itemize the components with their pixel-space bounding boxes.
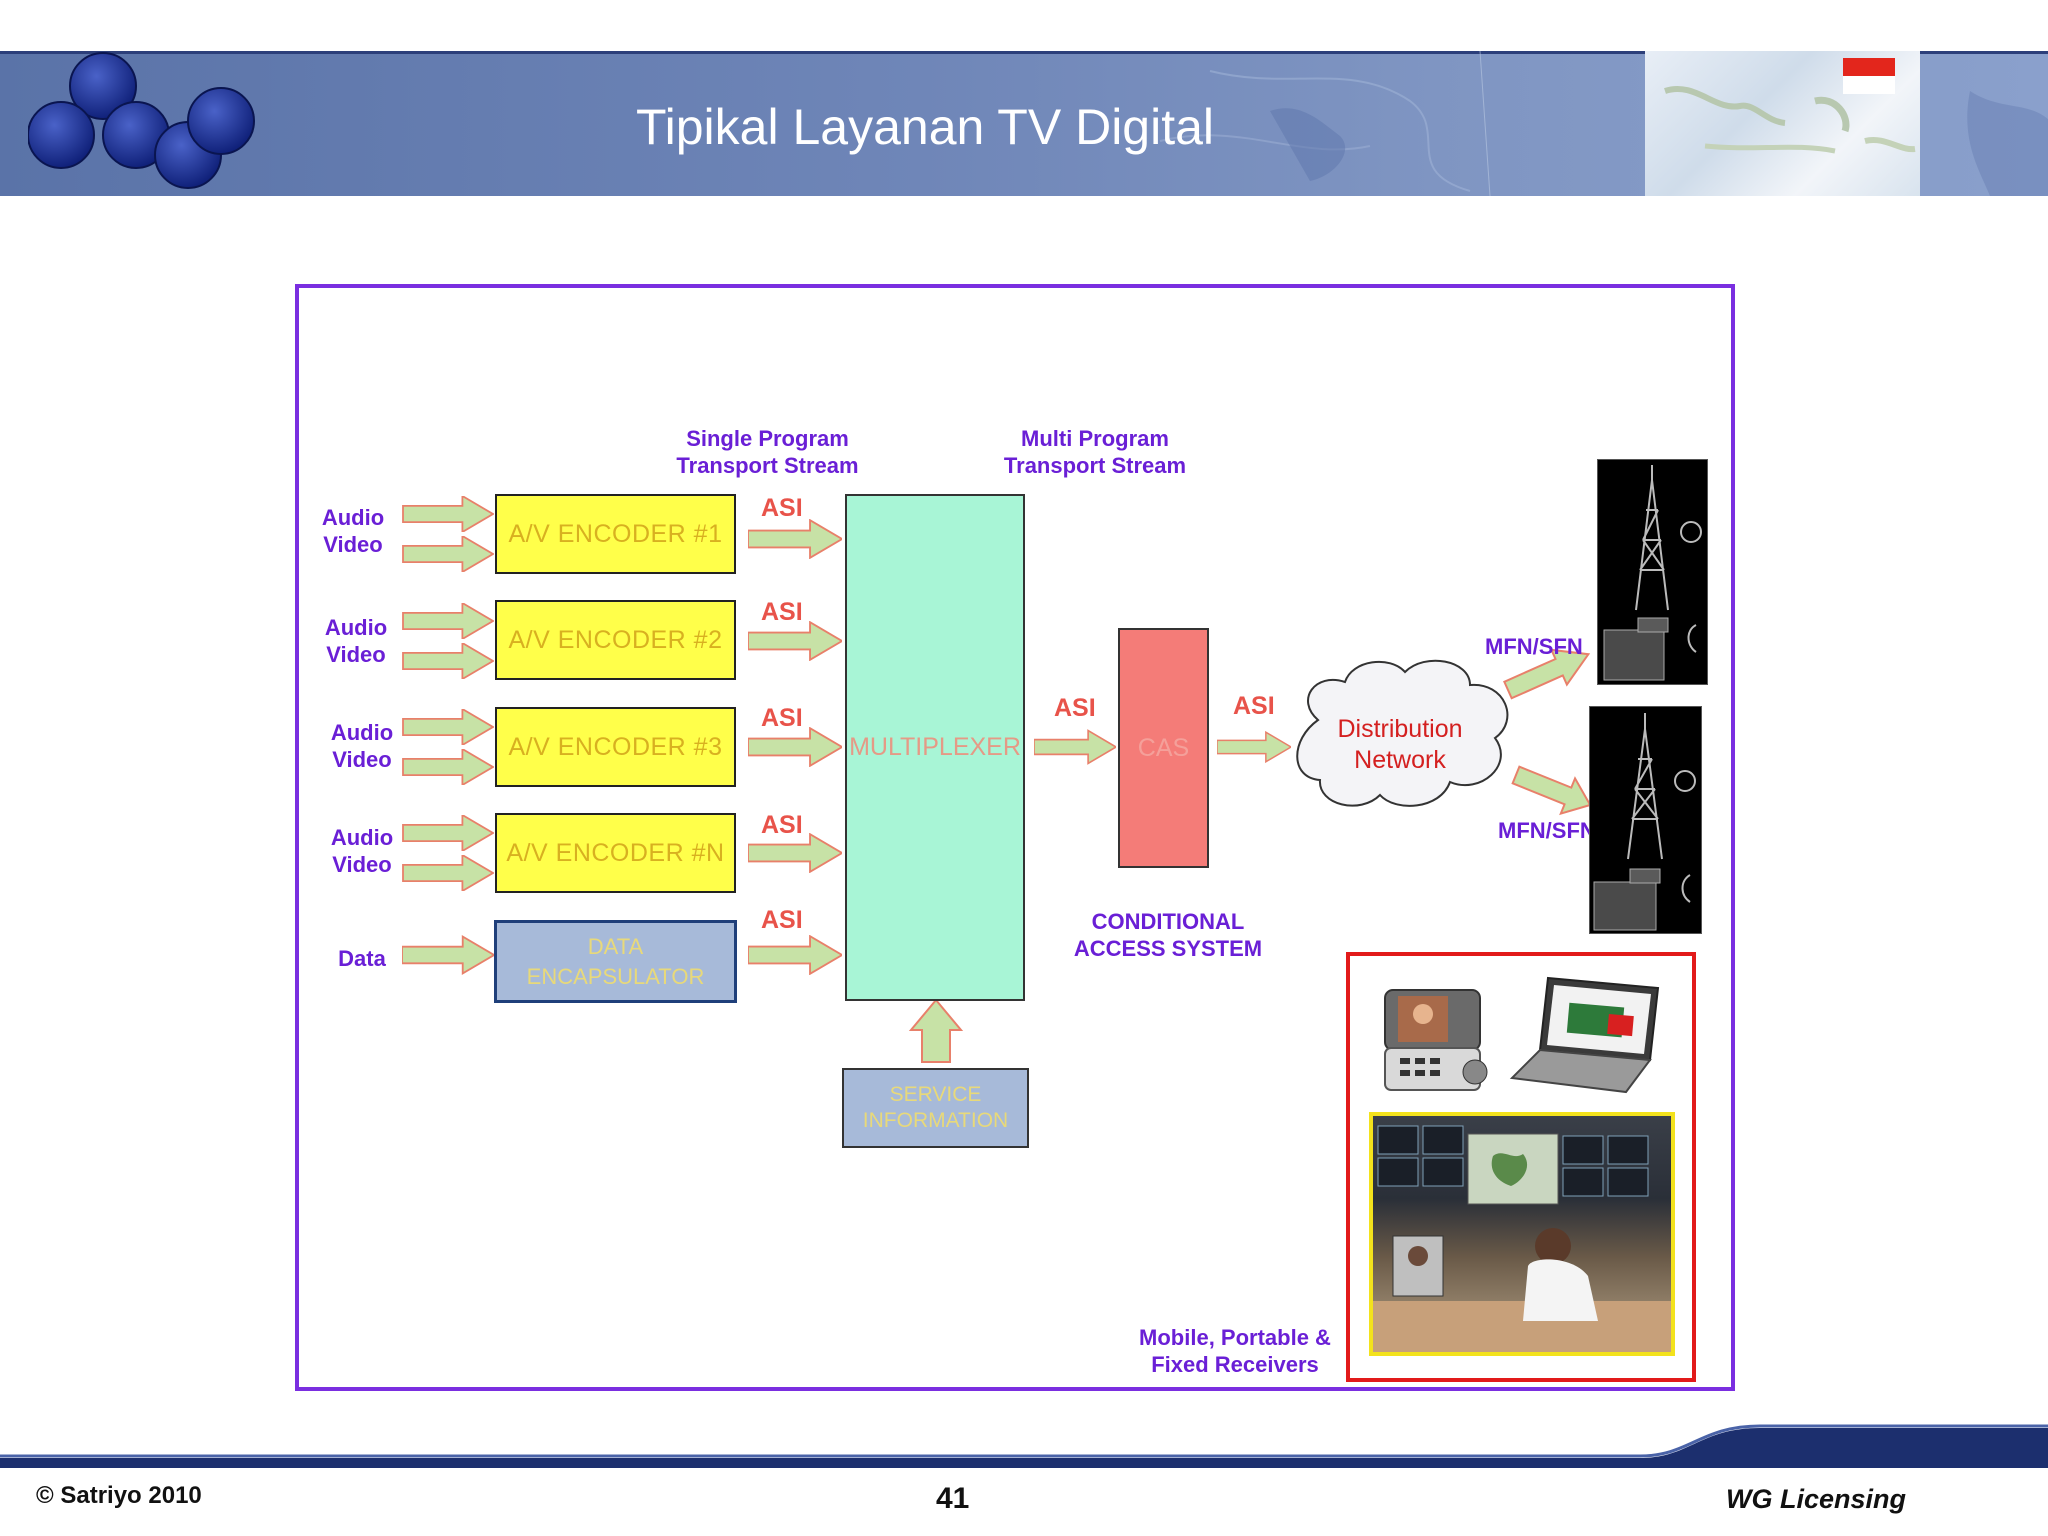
asi-arrow bbox=[748, 519, 842, 559]
cas-to-network-arrow bbox=[1217, 731, 1291, 763]
receivers-caption-line1: Mobile, Portable & bbox=[1139, 1325, 1331, 1350]
laptop-icon bbox=[1508, 970, 1663, 1098]
mfn-sfn-label-1: MFN/SFN bbox=[1485, 634, 1583, 659]
av-encoder-1: A/V ENCODER #1 bbox=[495, 494, 736, 574]
footer-org: WG Licensing bbox=[1726, 1484, 1907, 1514]
world-map-graphic bbox=[1159, 51, 2048, 196]
service-information-block: SERVICE INFORMATION bbox=[842, 1068, 1029, 1148]
input-label-1: Audio Video bbox=[318, 504, 388, 558]
cas-caption: CONDITIONAL ACCESS SYSTEM bbox=[1048, 908, 1288, 962]
cas-caption-line1: CONDITIONAL bbox=[1091, 909, 1245, 934]
service-info-arrow bbox=[908, 998, 964, 1063]
cas-block: CAS bbox=[1118, 628, 1209, 868]
distribution-cloud bbox=[1296, 659, 1509, 807]
data-encapsulator-line2: ENCAPSULATOR bbox=[526, 963, 705, 989]
asi-label-mux: ASI bbox=[1054, 694, 1096, 722]
asi-arrow bbox=[748, 621, 842, 661]
logo-circles bbox=[28, 52, 255, 189]
mobile-phone-icon bbox=[1380, 982, 1495, 1097]
av-encoder-2: A/V ENCODER #2 bbox=[495, 600, 736, 680]
input-audio-label: Audio bbox=[324, 615, 388, 640]
input-arrow bbox=[402, 643, 494, 679]
input-video-label: Video bbox=[332, 852, 392, 877]
multiplexer-block: MULTIPLEXER bbox=[845, 494, 1025, 1001]
input-video-label: Video bbox=[323, 532, 383, 557]
mfn-arrow-up bbox=[1503, 648, 1591, 700]
input-audio-label: Audio bbox=[330, 825, 394, 850]
receivers-caption: Mobile, Portable & Fixed Receivers bbox=[1125, 1324, 1345, 1378]
multi-program-line2: Transport Stream bbox=[1003, 453, 1187, 478]
mux-to-cas-arrow bbox=[1034, 729, 1116, 765]
mfn-sfn-label-2: MFN/SFN bbox=[1498, 818, 1596, 843]
single-program-line1: Single Program bbox=[686, 426, 849, 451]
single-program-label: Single Program Transport Stream bbox=[640, 425, 895, 479]
input-arrow bbox=[402, 496, 494, 532]
transmitter-tower-icon bbox=[1589, 706, 1702, 934]
input-video-label: Video bbox=[332, 747, 392, 772]
input-arrow bbox=[402, 603, 494, 639]
input-label-data: Data bbox=[338, 946, 386, 971]
distribution-line1: Distribution bbox=[1337, 715, 1463, 743]
receivers-caption-line2: Fixed Receivers bbox=[1151, 1352, 1319, 1377]
mfn-arrow-down bbox=[1511, 765, 1592, 816]
asi-label-2: ASI bbox=[761, 598, 803, 626]
single-program-line2: Transport Stream bbox=[676, 453, 859, 478]
footer-rule bbox=[0, 1462, 2048, 1468]
asi-arrow bbox=[748, 935, 842, 975]
input-audio-label: Audio bbox=[330, 720, 394, 745]
asi-label-3: ASI bbox=[761, 704, 803, 732]
asi-label-4: ASI bbox=[761, 811, 803, 839]
asi-label-cas: ASI bbox=[1233, 692, 1275, 720]
input-arrow bbox=[402, 749, 494, 785]
av-encoder-n: A/V ENCODER #N bbox=[495, 813, 736, 893]
receivers-box bbox=[1346, 952, 1696, 1382]
footer-bar bbox=[0, 1424, 2048, 1468]
input-arrow bbox=[402, 855, 494, 891]
input-label-4: Audio Video bbox=[326, 824, 398, 878]
distribution-network-label: Distribution Network bbox=[1300, 714, 1500, 776]
service-information-line2: INFORMATION bbox=[862, 1109, 1009, 1132]
cas-caption-line2: ACCESS SYSTEM bbox=[1073, 936, 1263, 961]
diagram-frame bbox=[295, 284, 1735, 1391]
asi-arrow bbox=[748, 727, 842, 767]
data-encapsulator: DATA ENCAPSULATOR bbox=[494, 920, 737, 1003]
multi-program-label: Multi Program Transport Stream bbox=[970, 425, 1220, 479]
page-number: 41 bbox=[936, 1482, 970, 1515]
av-encoder-3: A/V ENCODER #3 bbox=[495, 707, 736, 787]
indonesia-flag-icon bbox=[1843, 58, 1895, 94]
distribution-line2: Network bbox=[1354, 746, 1446, 774]
input-audio-label: Audio bbox=[321, 505, 385, 530]
input-arrow bbox=[402, 935, 494, 975]
data-encapsulator-line1: DATA bbox=[587, 933, 644, 959]
input-arrow bbox=[402, 536, 494, 572]
input-arrow bbox=[402, 815, 494, 851]
input-label-3: Audio Video bbox=[326, 719, 398, 773]
asi-label-1: ASI bbox=[761, 494, 803, 522]
footer-copyright: © Satriyo 2010 bbox=[36, 1482, 202, 1509]
control-room-photo bbox=[1369, 1112, 1675, 1356]
input-arrow bbox=[402, 709, 494, 745]
input-label-2: Audio Video bbox=[320, 614, 392, 668]
transmitter-tower-icon bbox=[1597, 459, 1708, 685]
asi-label-5: ASI bbox=[761, 906, 803, 934]
multi-program-line1: Multi Program bbox=[1021, 426, 1169, 451]
service-information-line1: SERVICE bbox=[889, 1083, 982, 1106]
input-video-label: Video bbox=[326, 642, 386, 667]
page-title: Tipikal Layanan TV Digital bbox=[635, 99, 1215, 155]
